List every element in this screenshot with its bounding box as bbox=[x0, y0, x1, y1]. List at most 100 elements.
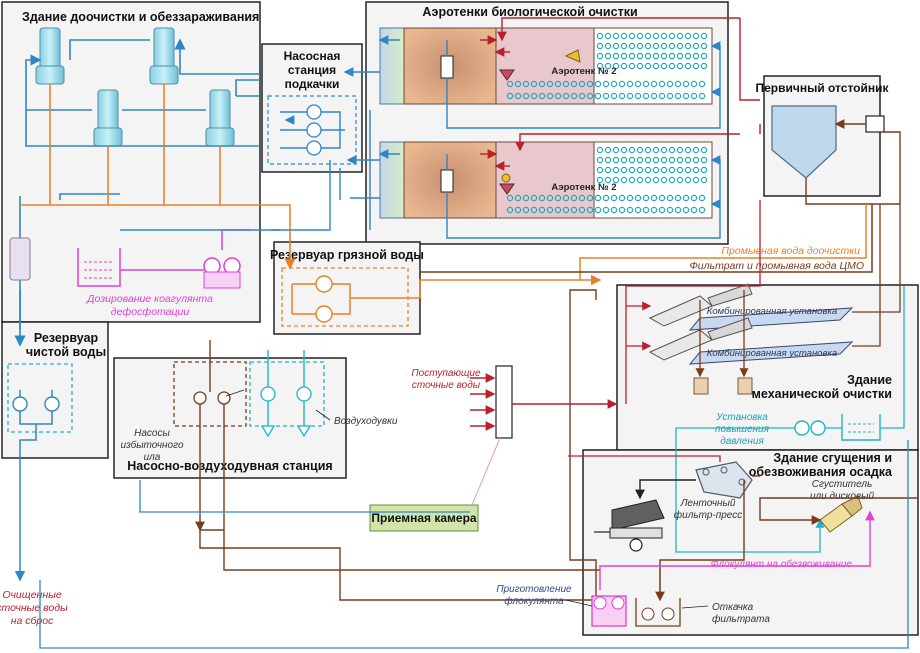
diffuser-dot bbox=[578, 80, 586, 88]
diffuser-dot bbox=[644, 176, 652, 184]
diffuser-dot bbox=[650, 92, 658, 100]
diffuser-dot bbox=[618, 80, 626, 88]
diffuser-dot bbox=[612, 62, 620, 70]
diffuser-dot bbox=[684, 146, 692, 154]
diffuser-dot bbox=[684, 32, 692, 40]
incoming-label-2: сточные воды bbox=[412, 380, 481, 391]
diffuser-dot bbox=[644, 42, 652, 50]
treated-label-3: на сброс bbox=[11, 615, 54, 627]
flocculant-prep-unit bbox=[591, 595, 627, 627]
diffuser-dot bbox=[620, 32, 628, 40]
diffuser-dot bbox=[698, 80, 706, 88]
diffuser-dot bbox=[644, 32, 652, 40]
sludge-trailer bbox=[594, 499, 665, 552]
pressure-unit bbox=[794, 414, 881, 441]
diffuser-dot bbox=[604, 62, 612, 70]
diffuser-dot bbox=[612, 32, 620, 40]
diffuser-dot bbox=[530, 92, 538, 100]
diffuser-dot bbox=[628, 176, 636, 184]
diffuser-dot bbox=[594, 206, 602, 214]
diffuser-dot bbox=[618, 194, 626, 202]
filter-column-2 bbox=[149, 27, 179, 85]
diffuser-dot bbox=[628, 166, 636, 174]
diffuser-dot bbox=[682, 194, 690, 202]
diffuser-dot bbox=[636, 62, 644, 70]
diffuser-dot bbox=[586, 92, 594, 100]
diffuser-dot bbox=[530, 80, 538, 88]
aerotank-label-2: Аэротенк № 2 bbox=[551, 182, 616, 193]
diffuser-dot bbox=[684, 176, 692, 184]
diffuser-dot bbox=[666, 92, 674, 100]
diffuser-dot bbox=[700, 52, 708, 60]
primary-clarifier-title: Первичный отстойник bbox=[755, 81, 889, 95]
diffuser-dot bbox=[650, 80, 658, 88]
diffuser-dot bbox=[692, 52, 700, 60]
diffuser-dot bbox=[628, 62, 636, 70]
diffuser-dot bbox=[562, 206, 570, 214]
diffuser-dot bbox=[612, 166, 620, 174]
diffuser-dot bbox=[610, 92, 618, 100]
belt-press-label-1: Ленточный bbox=[680, 498, 736, 509]
treated-label-1: Очищенные bbox=[2, 589, 61, 601]
diffuser-dot bbox=[700, 62, 708, 70]
diffuser-dot bbox=[644, 166, 652, 174]
diffuser-dot bbox=[596, 32, 604, 40]
diffuser-dot bbox=[628, 32, 636, 40]
diffuser-dot bbox=[554, 80, 562, 88]
diffuser-dot bbox=[626, 206, 634, 214]
diffuser-dot bbox=[612, 146, 620, 154]
diffuser-dot bbox=[660, 176, 668, 184]
diffuser-dot bbox=[596, 146, 604, 154]
diffuser-dot bbox=[660, 52, 668, 60]
diffuser-dot bbox=[700, 176, 708, 184]
diffuser-dot bbox=[554, 194, 562, 202]
diffuser-dot bbox=[612, 156, 620, 164]
pump-blower-title: Насосно-воздуходувная станция bbox=[127, 459, 332, 473]
blowers-label: Воздуходувки bbox=[334, 416, 398, 427]
diffuser-dot bbox=[538, 80, 546, 88]
diffuser-dot bbox=[620, 146, 628, 154]
diffuser-dot bbox=[546, 206, 554, 214]
mechanical-title-1: Здание bbox=[847, 373, 892, 387]
diffuser-dot bbox=[690, 206, 698, 214]
diffuser-dot bbox=[642, 206, 650, 214]
diffuser-dot bbox=[642, 194, 650, 202]
mechanical-title-2: механической очистки bbox=[752, 387, 892, 401]
diffuser-dot bbox=[562, 194, 570, 202]
diffuser-dot bbox=[620, 156, 628, 164]
diffuser-dot bbox=[636, 146, 644, 154]
diffuser-dot bbox=[650, 194, 658, 202]
diffuser-dot bbox=[642, 80, 650, 88]
pressure-label-1: Установка bbox=[715, 412, 768, 423]
thickener-label-1: Сгуститель bbox=[812, 479, 873, 490]
diffuser-dot bbox=[668, 156, 676, 164]
mixer-1 bbox=[499, 49, 581, 81]
pump-station-title-2: станция bbox=[288, 63, 336, 77]
diffuser-dot bbox=[666, 80, 674, 88]
diffuser-dot bbox=[690, 80, 698, 88]
diffuser-dot bbox=[604, 176, 612, 184]
diffuser-dot bbox=[660, 62, 668, 70]
diffuser-dot bbox=[594, 80, 602, 88]
diffuser-dot bbox=[530, 194, 538, 202]
diffuser-dot bbox=[620, 166, 628, 174]
diffuser-dot bbox=[578, 206, 586, 214]
diffuser-dot bbox=[628, 146, 636, 154]
diffuser-dot bbox=[594, 194, 602, 202]
diffuser-dot bbox=[636, 32, 644, 40]
clean-water-tank-title-2: чистой воды bbox=[26, 345, 106, 359]
diffuser-dot bbox=[522, 80, 530, 88]
combined-unit-label-1: Комбинированная установка bbox=[707, 306, 837, 317]
flocculant-dewatering-label: Флокулянт на обезвоживание bbox=[711, 558, 853, 570]
diffuser-dot bbox=[596, 62, 604, 70]
diffuser-dot bbox=[628, 156, 636, 164]
diffuser-dot bbox=[692, 32, 700, 40]
diffuser-dot bbox=[660, 156, 668, 164]
pump-station-tank bbox=[267, 95, 357, 165]
diffuser-dot bbox=[620, 42, 628, 50]
excess-pumps-label-1: Насосы bbox=[134, 428, 170, 439]
treated-label-2: сточные воды bbox=[0, 602, 68, 614]
excess-pumps-label-2: избыточного bbox=[120, 439, 183, 451]
filtrate-pump-label-1: Откачка bbox=[712, 602, 754, 613]
